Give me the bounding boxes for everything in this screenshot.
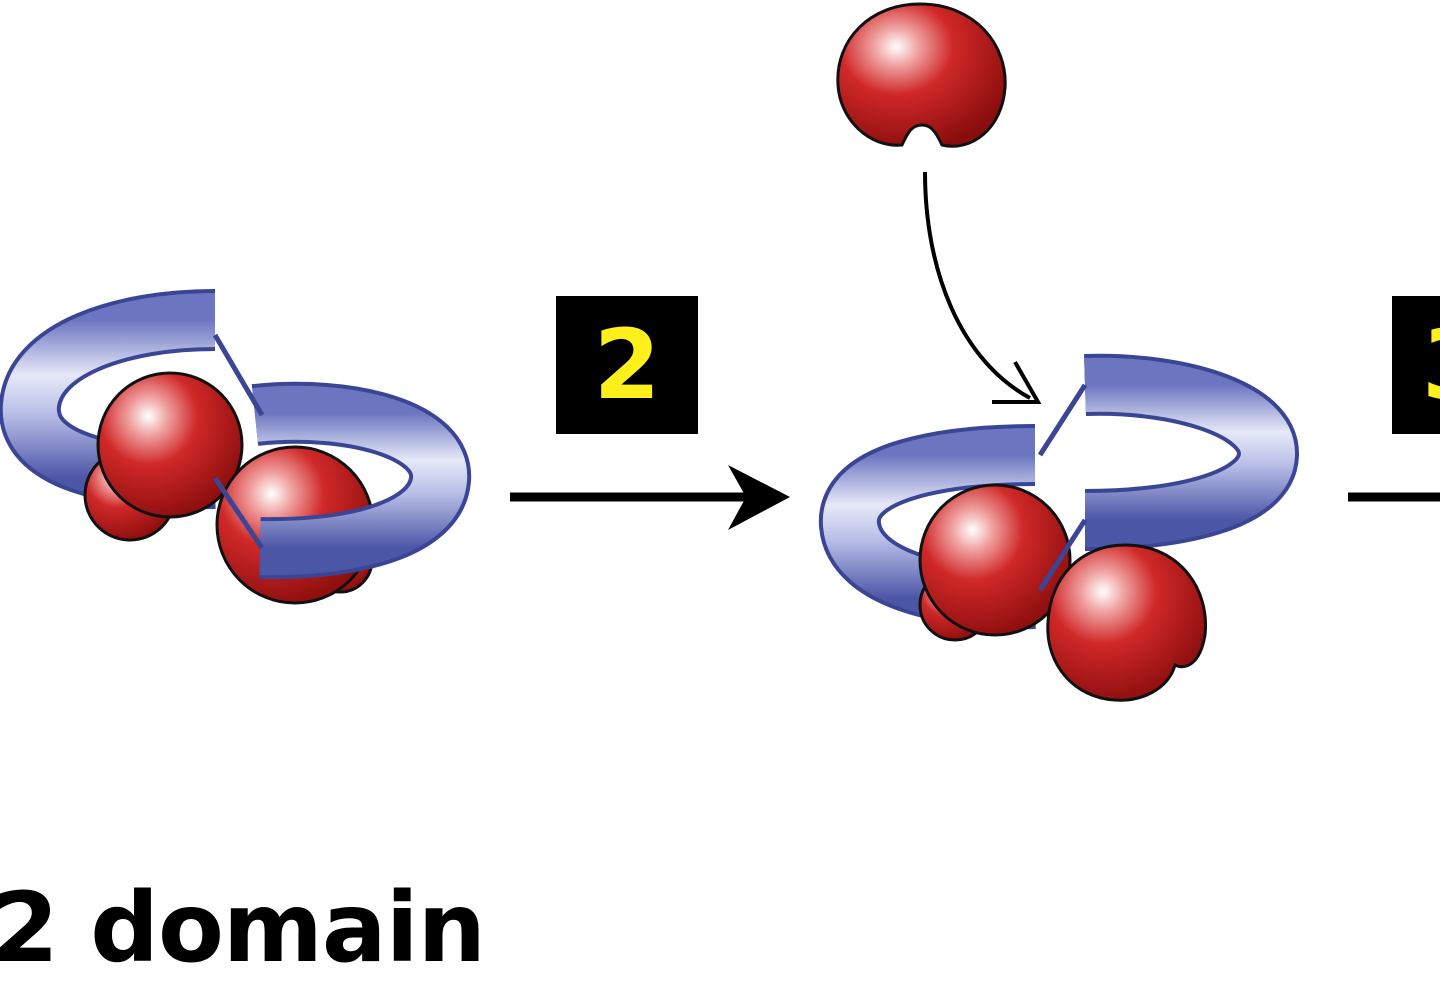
free-sphere: [836, 2, 1007, 148]
binding-arrow: [923, 171, 1031, 400]
step-label-2: 2: [556, 296, 698, 434]
step-number: 2: [593, 309, 661, 421]
sphere: [1046, 543, 1208, 702]
complex-right: [819, 353, 1299, 702]
sphere: [918, 483, 1072, 637]
step-label-3: 3: [1392, 296, 1440, 434]
complex-left: [0, 289, 472, 605]
sphere: [96, 371, 244, 519]
caption-text: 2 domain: [0, 872, 486, 984]
arrow-head: [728, 465, 790, 530]
step-number: 3: [1422, 309, 1440, 421]
